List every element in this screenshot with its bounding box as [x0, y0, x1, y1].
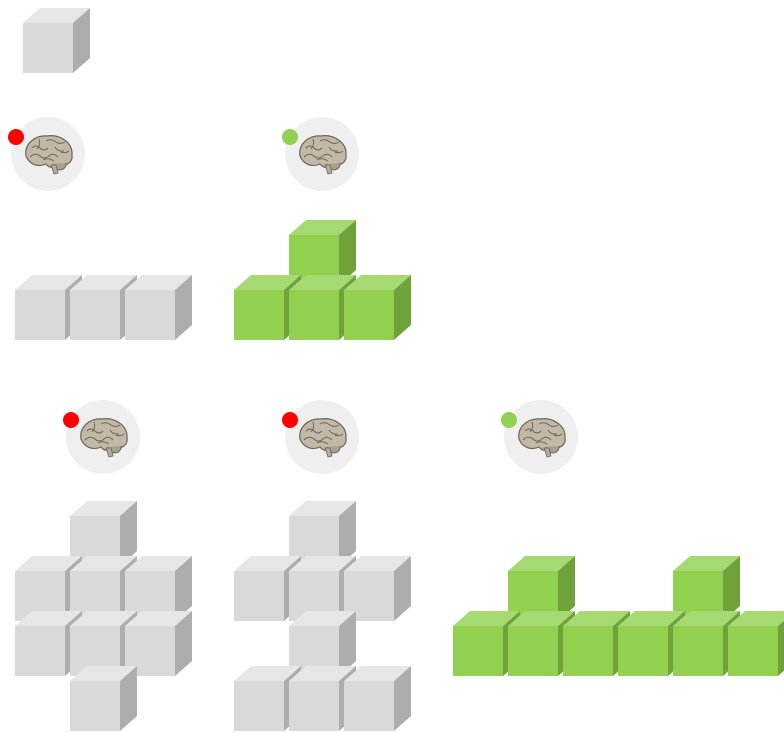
- cube-shape: [15, 501, 192, 731]
- cube-icon: [728, 611, 784, 676]
- brain-avatar: [63, 400, 140, 474]
- panel-top-left: [8, 117, 192, 340]
- status-badge: [8, 129, 24, 145]
- cube-shape: [234, 220, 411, 340]
- cube-icon: [344, 275, 411, 340]
- status-badge: [282, 412, 298, 428]
- cube-icon: [344, 666, 411, 731]
- cube-icon: [125, 275, 192, 340]
- status-badge: [282, 129, 298, 145]
- brain-avatar: [282, 117, 359, 191]
- legend-cube: [23, 8, 90, 73]
- cube-icon: [70, 666, 137, 731]
- panel-bottom-middle: [234, 400, 411, 731]
- brain-avatar: [282, 400, 359, 474]
- cube-shape: [234, 501, 411, 731]
- status-badge: [501, 412, 517, 428]
- cube-shape: [15, 275, 192, 340]
- cube-icon: [23, 8, 90, 73]
- panel-bottom-right: [453, 400, 784, 676]
- brain-avatar: [501, 400, 578, 474]
- status-badge: [63, 412, 79, 428]
- brain-avatar: [8, 117, 85, 191]
- panel-top-middle: [234, 117, 411, 340]
- cube-shape: [453, 556, 784, 676]
- panel-bottom-left: [15, 400, 192, 731]
